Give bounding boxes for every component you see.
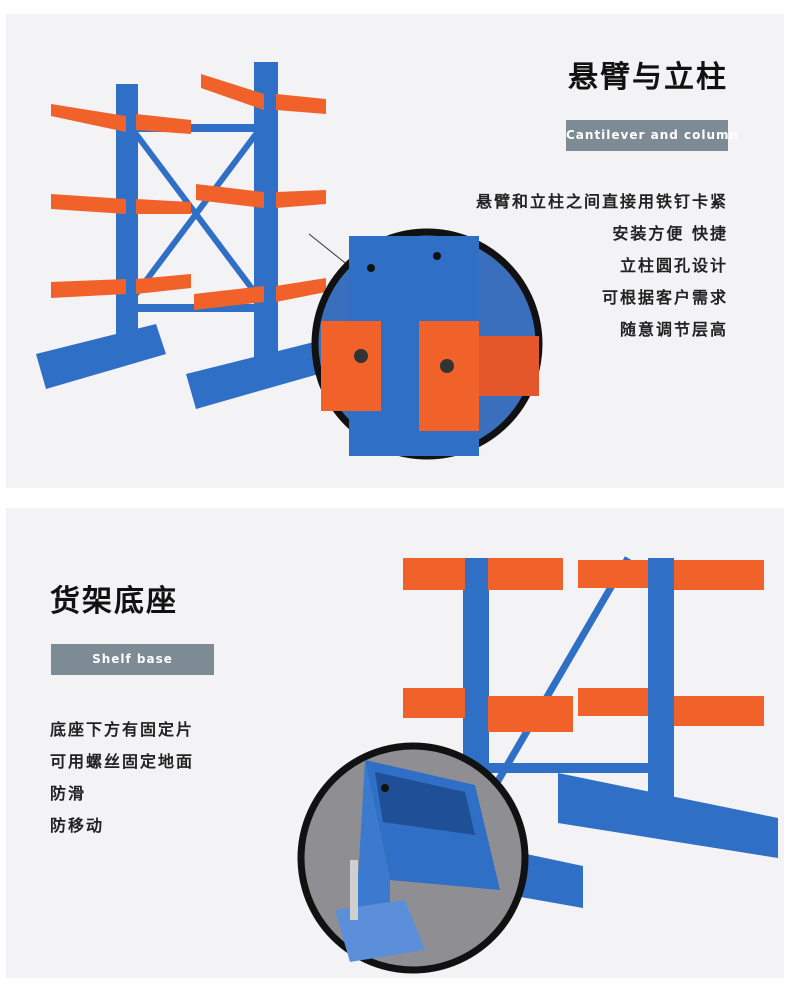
description-line: 防滑 [50,784,87,803]
section2-tag: Shelf base [51,644,214,675]
section2-description: 底座下方有固定片 可用螺丝固定地面 防滑 防移动 [50,714,194,842]
section-shelf-base: 货架底座 Shelf base 底座下方有固定片 可用螺丝固定地面 防滑 防移动 [6,508,784,978]
base-detail-zoom [297,742,529,974]
description-line: 可根据客户需求 [601,288,728,307]
section1-tag: Cantilever and column [566,120,738,151]
description-line: 可用螺丝固定地面 [50,752,195,771]
section1-description: 悬臂和立柱之间直接用铁钉卡紧 安装方便 快捷 立柱圆孔设计 可根据客户需求 随意… [476,186,728,346]
description-line: 立柱圆孔设计 [619,256,728,275]
section1-title: 悬臂与立柱 [568,60,728,95]
description-line: 随意调节层高 [619,320,728,339]
description-line: 悬臂和立柱之间直接用铁钉卡紧 [475,192,728,211]
cantilever-rack-illustration [36,62,336,409]
description-line: 底座下方有固定片 [50,720,195,739]
column-detail-zoom [309,228,543,460]
section-cantilever-column: 悬臂与立柱 Cantilever and column 悬臂和立柱之间直接用铁钉… [6,14,784,488]
section2-title: 货架底座 [50,584,178,619]
description-line: 防移动 [50,816,105,835]
description-line: 安装方便 快捷 [612,224,728,243]
